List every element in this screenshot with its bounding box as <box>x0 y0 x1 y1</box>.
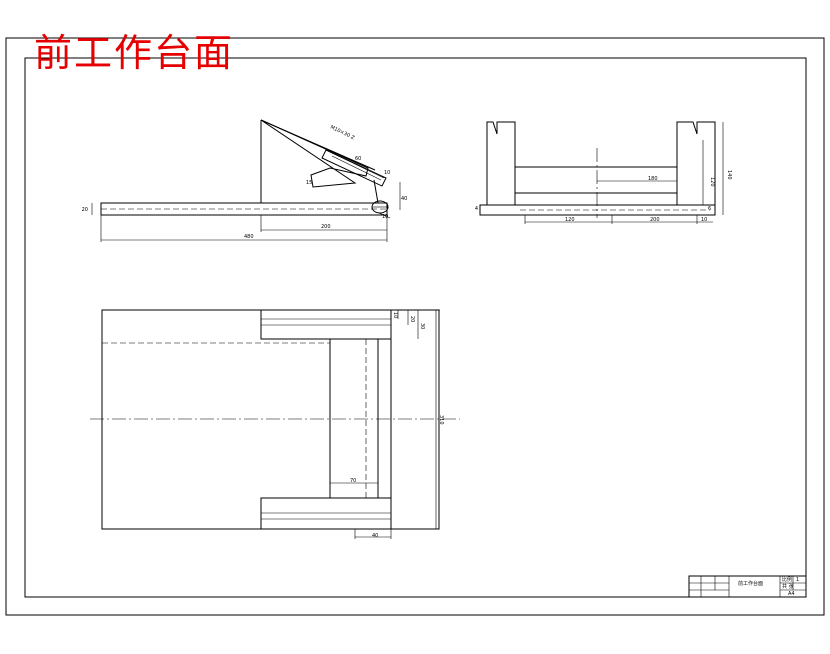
bolt-spec-label: M10×30 Z <box>329 124 356 141</box>
incline-top <box>260 119 376 171</box>
dim-slot-height: 20 <box>409 316 415 322</box>
dim-flange: 40 <box>372 533 378 539</box>
bolt-body <box>321 149 387 187</box>
bolt-thread <box>329 151 385 179</box>
tb-scale-label: 比例 <box>782 576 792 583</box>
drawing-title: 前工作台面 <box>34 31 235 75</box>
end-view: 180 120 140 120 200 10 4 6 <box>475 121 732 224</box>
dim-line-small <box>378 212 391 219</box>
dim-slot-width: 10 <box>392 312 398 318</box>
dim-overall-width: 310 <box>438 415 444 425</box>
left-post <box>486 121 516 205</box>
dim-rib-width: 70 <box>350 478 356 484</box>
side-view: 20 480 200 60 10 40 15 10 M10×30 Z <box>82 119 407 242</box>
bolt-thread-2 <box>331 155 382 181</box>
dim-arm-height: 40 <box>401 196 407 202</box>
tb-drawing-name: 前工作台面 <box>738 580 763 587</box>
dim-base-height: 20 <box>82 207 88 213</box>
tb-scale-value: 1 <box>796 577 799 583</box>
dim-total-length: 480 <box>244 234 254 240</box>
bottom-rail <box>260 497 392 530</box>
inner-border <box>24 57 807 598</box>
dim-inner-length: 180 <box>648 176 658 182</box>
dim-slot-depth: 10 <box>384 170 390 176</box>
dim-left: 120 <box>565 217 575 223</box>
dim-pin: 15 <box>306 180 312 186</box>
title-block-frame <box>688 575 807 598</box>
right-post <box>676 121 716 205</box>
dim-right: 200 <box>650 217 660 223</box>
outer-border <box>5 37 825 616</box>
dim-thickness: 4 <box>475 206 478 212</box>
dim-side: 6 <box>708 206 711 212</box>
dim-offset: 30 <box>419 323 425 329</box>
top-rail <box>260 309 392 340</box>
dim-small: 10 <box>382 214 388 220</box>
plan-view: 70 40 310 30 20 10 <box>90 309 460 539</box>
end-base <box>479 204 716 216</box>
title-block: 前工作台面 比例 1 共 张 A4 <box>688 575 807 598</box>
tb-sheet-label: 共 张 <box>782 583 794 590</box>
dim-slot-length: 60 <box>355 156 361 162</box>
dim-horizontal-span: 200 <box>321 224 331 230</box>
dim-height: 120 <box>709 177 715 187</box>
hinge-arm <box>373 179 379 204</box>
inclined-plate <box>260 119 369 188</box>
dim-edge: 10 <box>701 217 707 223</box>
tb-sheet-no: A4 <box>788 591 795 597</box>
dim-total-height: 140 <box>726 170 732 180</box>
